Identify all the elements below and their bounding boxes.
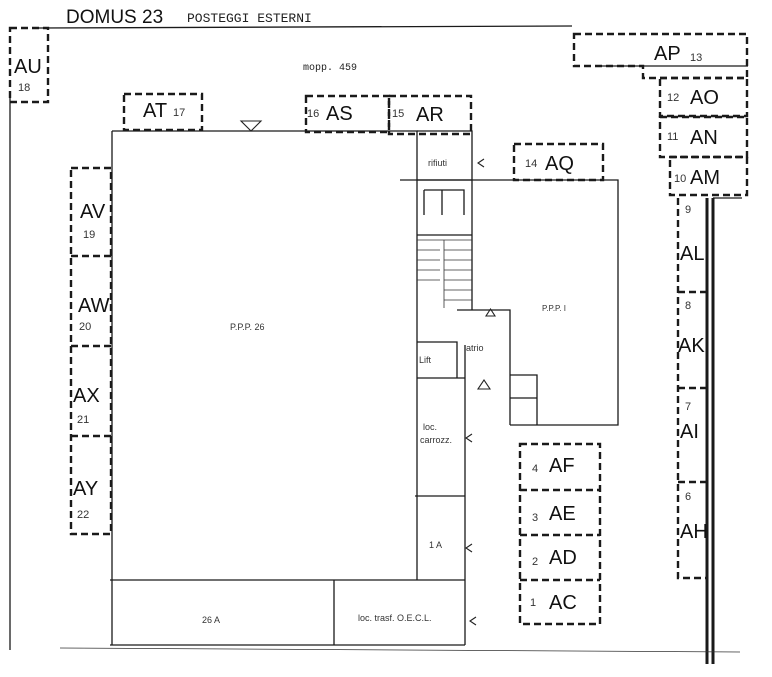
room-label-ppp1: P.P.P. I (542, 304, 566, 313)
parking-number: 7 (685, 401, 691, 413)
parking-code: AK (678, 335, 705, 357)
room-label-loc-trasf: loc. trasf. O.E.C.L. (358, 613, 432, 623)
parking-code: AQ (545, 153, 574, 175)
parking-code: AF (549, 455, 575, 477)
parking-code: AC (549, 592, 577, 614)
parking-number: 18 (18, 82, 30, 94)
parking-code: AO (690, 87, 719, 109)
room-labels: mopp. 459 P.P.P. 26 P.P.P. I rifiuti Lif… (202, 63, 566, 625)
parking-space-right-column (676, 198, 707, 580)
parking-code: AU (14, 56, 42, 78)
parking-number: 2 (532, 556, 538, 568)
parking-number: 21 (77, 414, 89, 426)
parking-code: AV (80, 201, 106, 223)
parking-number: 8 (685, 300, 691, 312)
parking-space-ap (572, 32, 749, 80)
right-building (472, 179, 619, 426)
room-label-rifiuti: rifiuti (428, 158, 447, 168)
parking-number: 16 (307, 108, 319, 120)
room-label-loc: loc. (423, 422, 437, 432)
room-label-atrio: atrio (466, 343, 484, 353)
parking-space-am (668, 155, 749, 197)
entrance-triangle-icon (239, 120, 263, 132)
parking-space-ar (387, 94, 473, 136)
parking-number: 17 (173, 107, 185, 119)
parking-number: 9 (685, 204, 691, 216)
parking-number: 11 (667, 131, 678, 143)
parking-code: AI (680, 421, 699, 443)
parking-code: AN (690, 127, 718, 149)
room-label-26a: 26 A (202, 615, 220, 625)
parking-number: 3 (532, 512, 538, 524)
staircase (417, 239, 472, 308)
parking-code: AS (326, 103, 353, 125)
parking-number: 13 (690, 52, 702, 64)
parking-code: AP (654, 43, 681, 65)
parking-code: AH (680, 521, 708, 543)
parking-space-au (8, 26, 50, 104)
room-label-1a: 1 A (429, 540, 442, 550)
room-label-ppp26: P.P.P. 26 (230, 322, 265, 332)
arrow-left-icon (469, 616, 477, 626)
parking-number: 4 (532, 463, 538, 475)
parking-number: 19 (83, 229, 95, 241)
service-core (415, 130, 511, 497)
parking-space-ao (658, 76, 749, 118)
parking-number: 6 (685, 491, 691, 503)
parking-number: 12 (667, 92, 679, 104)
site-boundary (9, 25, 748, 664)
parking-number: 20 (79, 321, 91, 333)
parking-code: AE (549, 503, 576, 525)
parking-space-aq (512, 142, 605, 182)
map-label: mopp. 459 (303, 63, 357, 74)
parking-number: 10 (674, 173, 686, 185)
entrance-triangle-icon (476, 379, 492, 390)
arrow-left-icon (465, 433, 473, 443)
parking-space-at (122, 92, 204, 132)
parking-code: AM (690, 167, 720, 189)
plan-subtitle: POSTEGGI ESTERNI (187, 11, 312, 26)
parking-outlines (8, 26, 749, 626)
parking-code: AW (78, 295, 110, 317)
entrance-triangle-icon (484, 307, 497, 317)
arrow-left-icon (465, 543, 473, 553)
room-label-lift: Lift (419, 355, 432, 365)
room-label-carrozz: carrozz. (420, 435, 452, 445)
arrow-left-icon (477, 158, 485, 168)
parking-number: 1 (530, 597, 536, 609)
parking-number: 14 (525, 158, 537, 170)
parking-space-group-av-ay (69, 166, 113, 536)
parking-code: AY (73, 478, 98, 500)
parking-labels: AU 18 AT 17 16 AS 15 AR 14 AQ AP 13 12 A… (14, 43, 720, 614)
plan-title: DOMUS 23 (66, 7, 163, 28)
parking-number: 22 (77, 509, 89, 521)
parking-number: 15 (392, 108, 404, 120)
parking-code: AX (73, 385, 100, 407)
main-building (110, 130, 466, 646)
parking-code: AT (143, 100, 167, 122)
parking-code: AL (680, 243, 704, 265)
parking-code: AD (549, 547, 577, 569)
parking-code: AR (416, 104, 444, 126)
entrance-markers (239, 120, 497, 626)
